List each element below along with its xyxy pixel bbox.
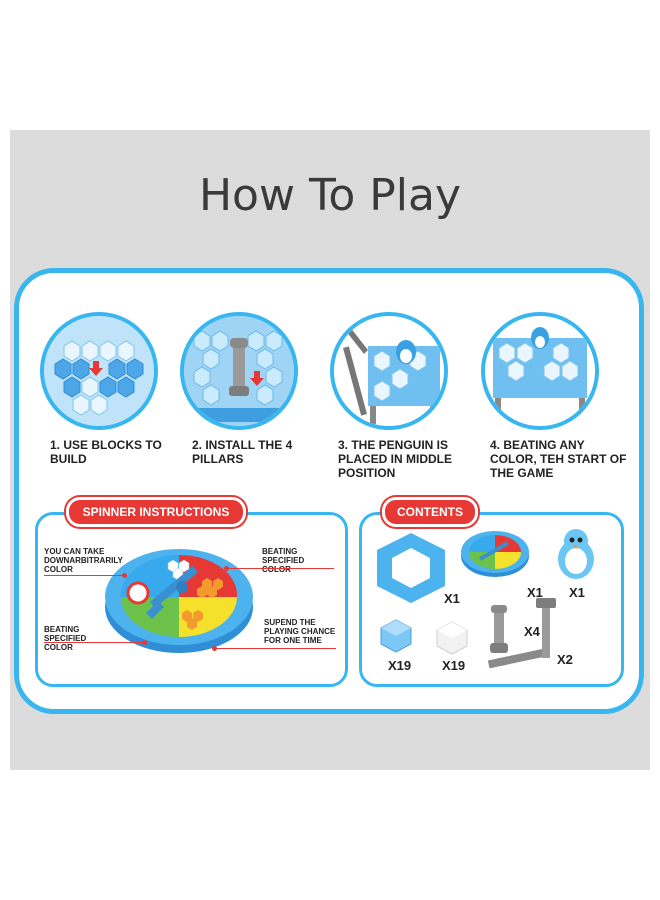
step-1-label: 1. USE BLOCKS TO BUILD: [50, 438, 162, 466]
ice-tray-qty: X1: [444, 591, 460, 606]
blue-ice-block-qty: X19: [388, 658, 412, 673]
pillar-qty: X4: [524, 624, 540, 639]
step-4-illustration: [481, 312, 599, 430]
leader-line-bottom-left: [44, 642, 144, 643]
leader-dot-top-left: [122, 573, 127, 578]
spinner-illustration: [102, 525, 256, 660]
page-title: How To Play: [198, 170, 462, 221]
note-top-left: YOU CAN TAKE DOWNARBITRARILY COLOR: [44, 547, 123, 574]
hammer-qty: X2: [557, 652, 573, 667]
spinner-qty: X1: [527, 585, 543, 600]
white-ice-block-qty: X19: [442, 658, 466, 673]
step-1-illustration: [40, 312, 158, 430]
leader-line-top-left: [44, 575, 124, 576]
penguin-illustration: [555, 527, 597, 581]
ice-tray-illustration: [372, 530, 450, 606]
leader-line-top-right: [226, 568, 334, 569]
white-ice-block-illustration: [434, 620, 470, 656]
step-4-label: 4. BEATING ANY COLOR, TEH START OF THE G…: [490, 438, 627, 480]
leader-dot-top-right: [224, 566, 229, 571]
step-3-label: 3. THE PENGUIN IS PLACED IN MIDDLE POSIT…: [338, 438, 452, 480]
spinner-part-illustration: [460, 528, 530, 578]
leader-dot-bottom-left: [142, 640, 147, 645]
blue-ice-block-illustration: [378, 618, 414, 654]
note-bottom-left: BEATING SPECIFIED COLOR: [44, 625, 87, 652]
step-2-label: 2. INSTALL THE 4 PILLARS: [192, 438, 293, 466]
penguin-qty: X1: [569, 585, 585, 600]
leader-dot-bottom-right: [212, 646, 217, 651]
step-2-illustration: [180, 312, 298, 430]
note-top-right: BEATING SPECIFIED COLOR: [262, 547, 305, 574]
hammer-illustration: [487, 596, 558, 670]
step-3-illustration: [330, 312, 448, 430]
contents-heading: CONTENTS: [382, 497, 478, 527]
leader-line-bottom-right: [214, 648, 336, 649]
note-bottom-right: SUPEND THE PLAYING CHANCE FOR ONE TIME: [264, 618, 336, 645]
spinner-instructions-heading: SPINNER INSTRUCTIONS: [66, 497, 246, 527]
pillar-illustration: [487, 603, 511, 655]
